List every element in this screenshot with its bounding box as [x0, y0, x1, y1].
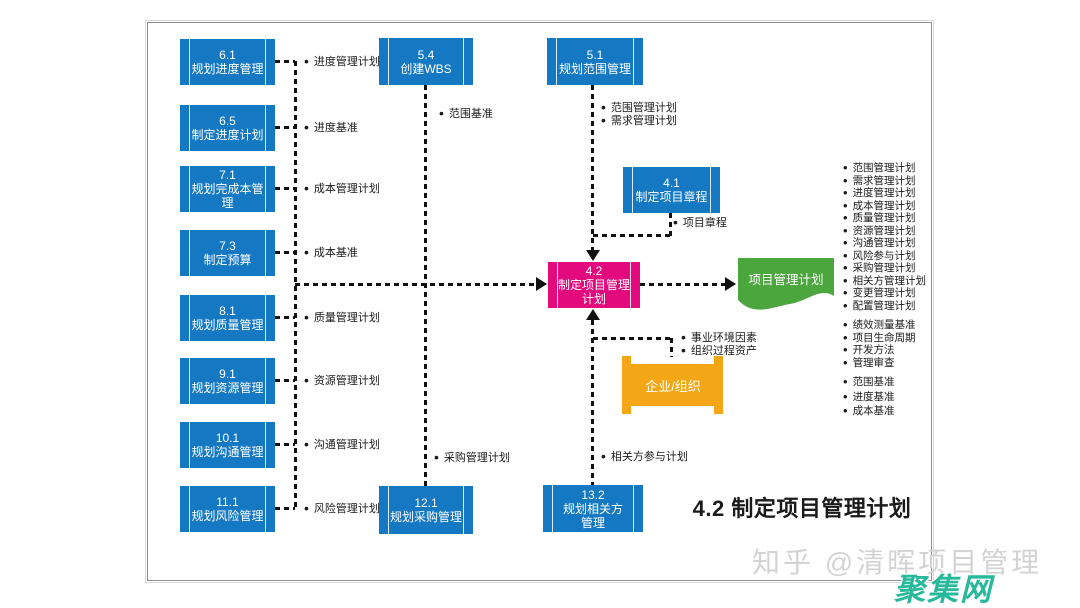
process-box-8-1: 8.1 规划质量管理	[180, 295, 275, 341]
charter-join-line	[593, 234, 672, 237]
output-list-plans: 范围管理计划 需求管理计划 进度管理计划 成本管理计划 质量管理计划 资源管理计…	[843, 162, 963, 312]
org-shape-left-post	[622, 356, 631, 414]
flag-label: 项目管理计划	[748, 273, 824, 287]
arrowhead-into-4-2-bottom	[586, 309, 600, 320]
label-resource-mgmt-plan: 资源管理计划	[304, 374, 380, 388]
label-comms-mgmt-plan: 沟通管理计划	[304, 438, 380, 452]
connector-7-3	[275, 251, 295, 254]
label-eef: 事业环境因素	[681, 331, 757, 345]
process-box-11-1: 11.1 规划风险管理	[180, 486, 275, 532]
connector-6-1	[275, 60, 295, 63]
charter-drop-line	[669, 213, 672, 236]
list-item: 变更管理计划	[843, 287, 963, 300]
label-requirements-mgmt-plan: 需求管理计划	[601, 114, 677, 128]
process-box-10-1: 10.1 规划沟通管理	[180, 422, 275, 468]
org-rise-line	[670, 338, 673, 357]
list-item: 管理审查	[843, 357, 963, 370]
process-box-7-1: 7.1 规划完成本管 理	[180, 166, 275, 212]
arrowhead-into-4-2-left	[536, 277, 547, 291]
process-box-4-1: 4.1 制定项目章程	[623, 167, 720, 213]
label-quality-mgmt-plan: 质量管理计划	[304, 311, 380, 325]
connector-8-1	[275, 316, 295, 319]
connector-10-1	[275, 443, 295, 446]
process-box-13-2: 13.2 规划相关方 管理	[543, 485, 643, 532]
label-scope-mgmt-plan: 范围管理计划	[601, 101, 677, 115]
list-item: 成本基准	[843, 404, 963, 419]
output-list-baselines: 范围基准 进度基准 成本基准	[843, 375, 963, 419]
list-item: 进度管理计划	[843, 187, 963, 200]
process-box-12-1: 12.1 规划采购管理	[379, 486, 473, 534]
label-stakeholder-engagement-plan: 相关方参与计划	[601, 450, 688, 464]
list-item: 成本管理计划	[843, 200, 963, 213]
org-shape: 企业/组织	[629, 364, 717, 406]
flag-shape-icon	[738, 258, 834, 310]
output-list-additional: 绩效测量基准 项目生命周期 开发方法 管理审查	[843, 319, 963, 369]
process-box-6-5: 6.5 制定进度计划	[180, 105, 275, 151]
org-shape-right-post	[714, 356, 723, 414]
list-item: 采购管理计划	[843, 262, 963, 275]
org-join-line	[593, 337, 673, 340]
arrowhead-into-flag	[725, 277, 736, 291]
process-box-5-1: 5.1 规划范围管理	[547, 38, 643, 85]
list-item: 开发方法	[843, 344, 963, 357]
connector-11-1	[275, 507, 295, 510]
process-box-9-1: 9.1 规划资源管理	[180, 358, 275, 404]
list-item: 质量管理计划	[843, 212, 963, 225]
stakeholder-up-line	[591, 320, 594, 485]
label-schedule-mgmt-plan: 进度管理计划	[304, 55, 380, 69]
output-flag: 项目管理计划	[737, 257, 835, 319]
connector-6-5	[275, 126, 295, 129]
list-item: 进度基准	[843, 390, 963, 405]
label-cost-baseline: 成本基准	[304, 246, 358, 260]
label-risk-mgmt-plan: 风险管理计划	[304, 502, 380, 516]
process-box-6-1: 6.1 规划进度管理	[180, 39, 275, 85]
list-item: 配置管理计划	[843, 300, 963, 313]
scope-mgmt-down-line	[591, 85, 594, 250]
label-scope-baseline: 范围基准	[439, 107, 493, 121]
list-item: 风险参与计划	[843, 250, 963, 263]
watermark-juji: 聚集网	[894, 572, 993, 607]
arrowhead-into-4-2-top	[586, 250, 600, 261]
list-item: 范围管理计划	[843, 162, 963, 175]
label-schedule-baseline: 进度基准	[304, 121, 358, 135]
watermark-zhihu: 知乎 @清晖项目管理	[752, 547, 1043, 578]
list-item: 范围基准	[843, 375, 963, 390]
connector-9-1	[275, 379, 295, 382]
list-item: 项目生命周期	[843, 332, 963, 345]
label-opa: 组织过程资产	[681, 344, 757, 358]
label-procurement-mgmt-plan: 采购管理计划	[434, 451, 510, 465]
list-item: 相关方管理计划	[843, 275, 963, 288]
process-box-4-2-central: 4.2 制定项目管理 计划	[548, 262, 640, 308]
label-cost-mgmt-plan: 成本管理计划	[304, 182, 380, 196]
process-box-5-4: 5.4 创建WBS	[379, 38, 473, 85]
list-item: 沟通管理计划	[843, 237, 963, 250]
output-line	[640, 283, 726, 286]
diagram-frame	[145, 20, 934, 583]
wbs-procurement-line	[424, 85, 427, 486]
list-item: 资源管理计划	[843, 225, 963, 238]
process-box-7-3: 7.3 制定预算	[180, 230, 275, 276]
list-item: 需求管理计划	[843, 175, 963, 188]
main-input-line	[295, 283, 537, 286]
label-project-charter: 项目章程	[673, 216, 727, 230]
diagram-caption: 4.2 制定项目管理计划	[692, 496, 912, 521]
connector-7-1	[275, 187, 295, 190]
list-item: 绩效测量基准	[843, 319, 963, 332]
